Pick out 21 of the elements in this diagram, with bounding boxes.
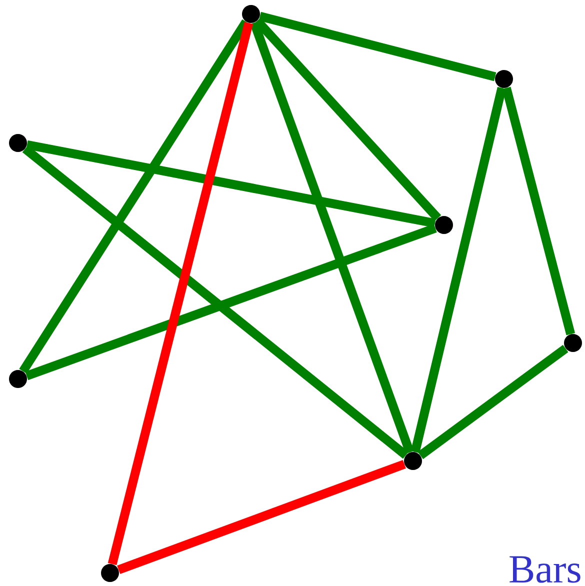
graph-edge <box>19 19 250 374</box>
graph-edge <box>410 86 506 454</box>
vertex-dot <box>9 134 27 152</box>
vertex-dot <box>242 5 260 23</box>
vertex-dot <box>564 334 582 352</box>
graph-edge <box>22 145 409 459</box>
vertex-dot <box>404 452 422 470</box>
vertex-dot <box>495 70 513 88</box>
graph-edge <box>258 12 496 82</box>
graph-edge <box>25 224 437 380</box>
graph-edge <box>117 460 406 574</box>
graph-edge <box>108 22 254 566</box>
graph-edge <box>418 344 568 460</box>
name-text: Bars <box>510 556 580 583</box>
graph-edge <box>26 140 436 228</box>
graph-edge <box>502 86 576 336</box>
graph-edge <box>250 21 414 454</box>
vertex-dot <box>9 370 27 388</box>
graph-edge <box>254 18 442 222</box>
vertex-dot <box>101 564 119 582</box>
vertex-dot <box>435 216 453 234</box>
